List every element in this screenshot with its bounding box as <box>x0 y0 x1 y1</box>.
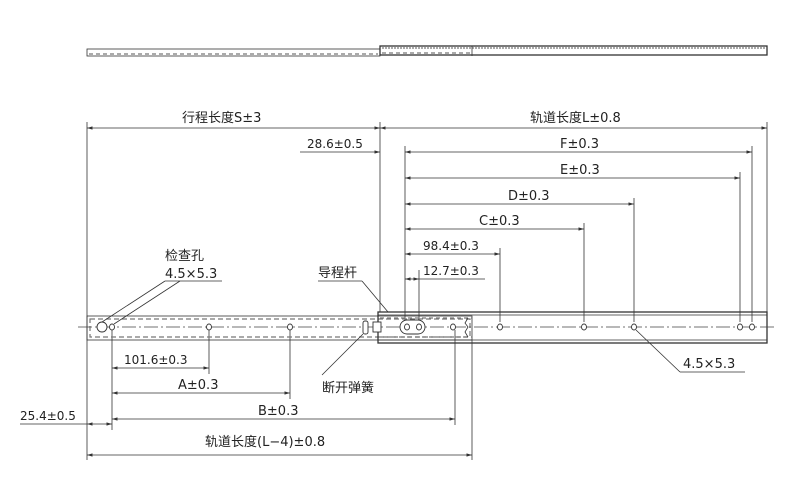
label-D: D±0.3 <box>508 189 550 204</box>
label-E: E±0.3 <box>560 163 600 178</box>
side-view <box>78 311 775 344</box>
label-25: 25.4±0.5 <box>20 409 76 423</box>
dimension-lines <box>20 126 767 457</box>
label-rail-length: 轨道长度L±0.8 <box>530 110 621 126</box>
extension-lines <box>86 122 768 460</box>
inspection-hole <box>96 321 108 333</box>
label-98: 98.4±0.3 <box>423 239 479 253</box>
label-inspection-hole: 检查孔 <box>165 249 204 264</box>
label-stroke: 行程长度S±3 <box>182 110 261 126</box>
top-view <box>86 45 768 57</box>
label-C: C±0.3 <box>479 214 520 229</box>
mount-holes <box>109 323 755 331</box>
label-hole-size-right: 4.5×5.3 <box>683 357 735 372</box>
label-101: 101.6±0.3 <box>124 353 188 367</box>
label-hole-size-left: 4.5×5.3 <box>165 267 217 282</box>
label-28: 28.6±0.5 <box>307 137 363 151</box>
label-A: A±0.3 <box>178 378 218 393</box>
label-F: F±0.3 <box>560 137 599 152</box>
label-B: B±0.3 <box>258 404 299 419</box>
label-inner-length: 轨道长度(L−4)±0.8 <box>205 434 325 450</box>
label-lead-rod: 导程杆 <box>318 266 357 281</box>
leader-lines <box>101 280 745 376</box>
label-12: 12.7±0.3 <box>423 264 479 278</box>
label-break-spring: 断开弹簧 <box>322 380 374 396</box>
dimension-labels: 行程长度S±3 轨道长度L±0.8 28.6±0.5 F±0.3 E±0.3 D… <box>20 110 735 450</box>
